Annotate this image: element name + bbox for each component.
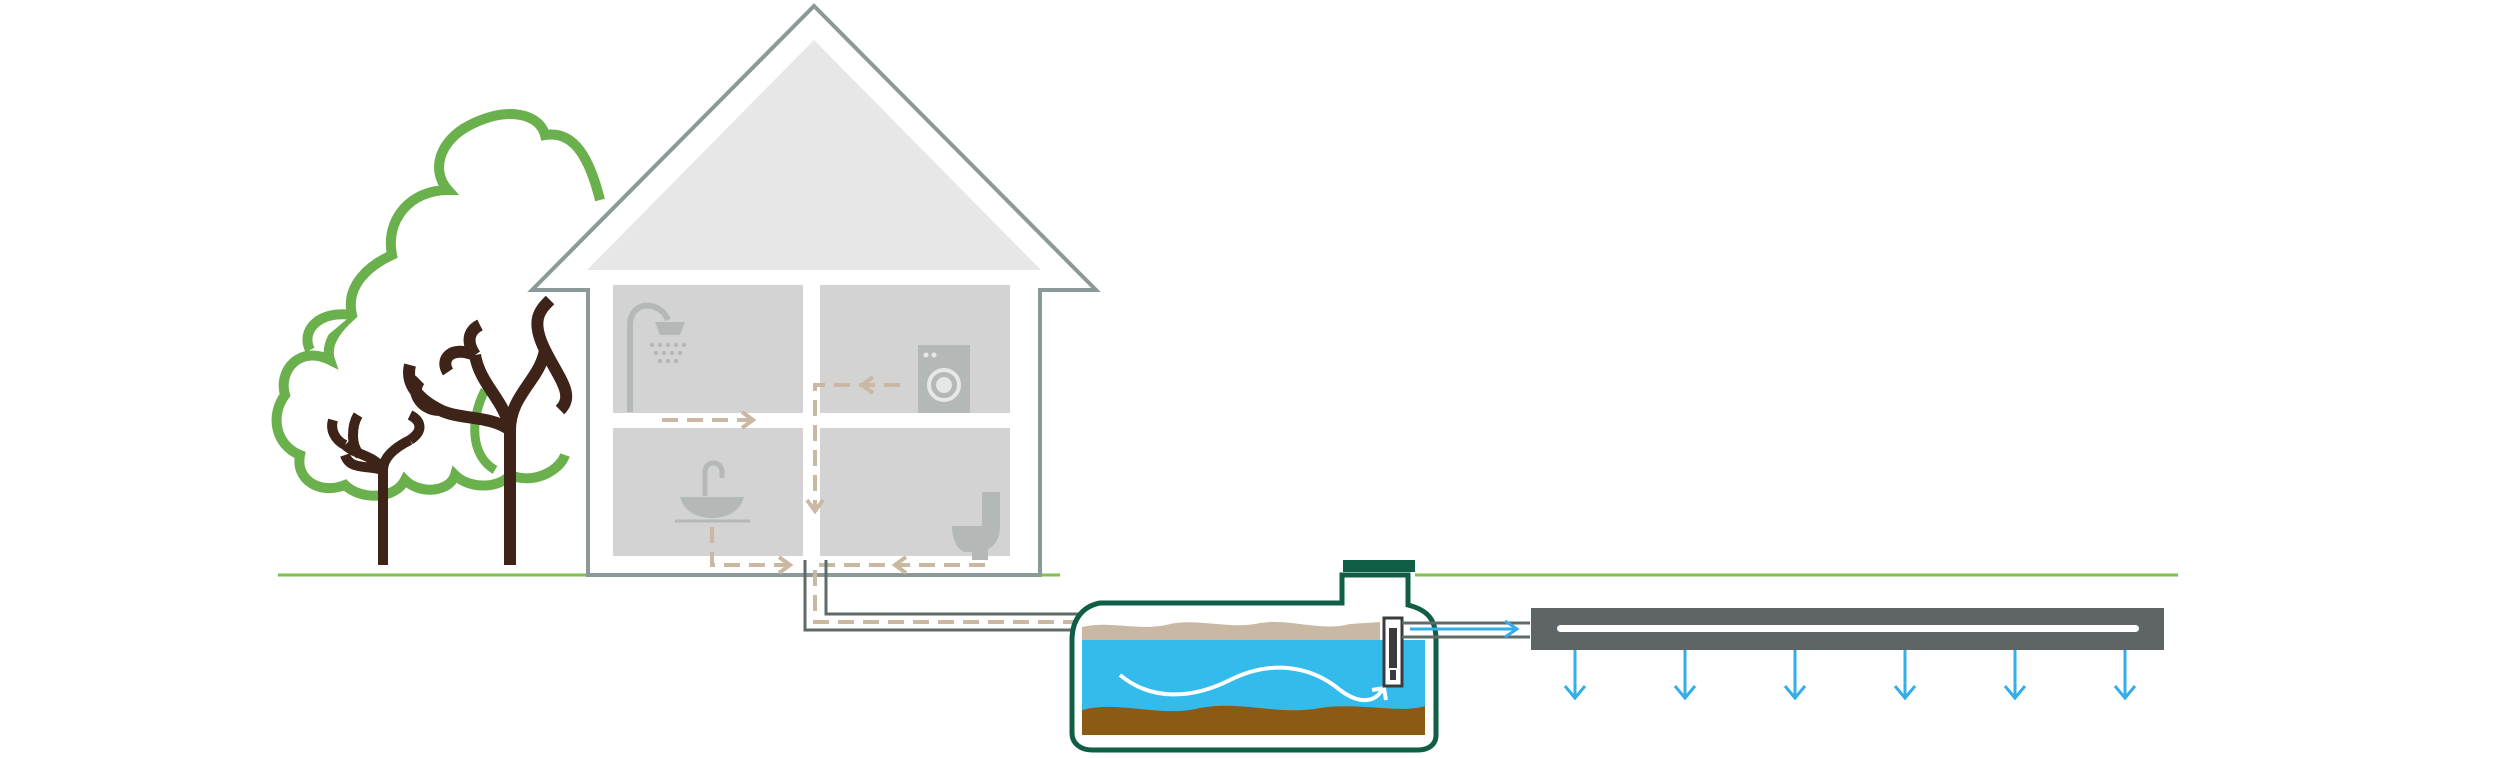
- inlet-pipe: [803, 560, 1090, 632]
- toilet-icon: [952, 492, 1000, 560]
- tree-trunks: [327, 295, 573, 565]
- shower-icon: [627, 302, 687, 412]
- seepage-arrow-icon: [1563, 650, 1587, 701]
- seepage-arrow-icon: [2003, 650, 2027, 701]
- washing-machine-icon: [918, 345, 970, 413]
- seepage-arrow-icon: [1783, 650, 1807, 701]
- house: [527, 3, 1101, 577]
- seepage-arrow-icon: [1673, 650, 1697, 701]
- seepage-arrows: [1563, 650, 2137, 701]
- bathroom-sink-icon: [675, 460, 750, 523]
- drainfield-pipe: [1531, 608, 2164, 650]
- outlet-pipe: [1402, 619, 1530, 639]
- tank-lid: [1343, 560, 1415, 572]
- room-laundry: [820, 285, 1010, 413]
- effluent-filter-icon: [1382, 616, 1404, 688]
- seepage-arrow-icon: [1893, 650, 1917, 701]
- seepage-arrow-icon: [2113, 650, 2137, 701]
- room-sink: [613, 428, 803, 556]
- septic-tank: [1069, 560, 1439, 753]
